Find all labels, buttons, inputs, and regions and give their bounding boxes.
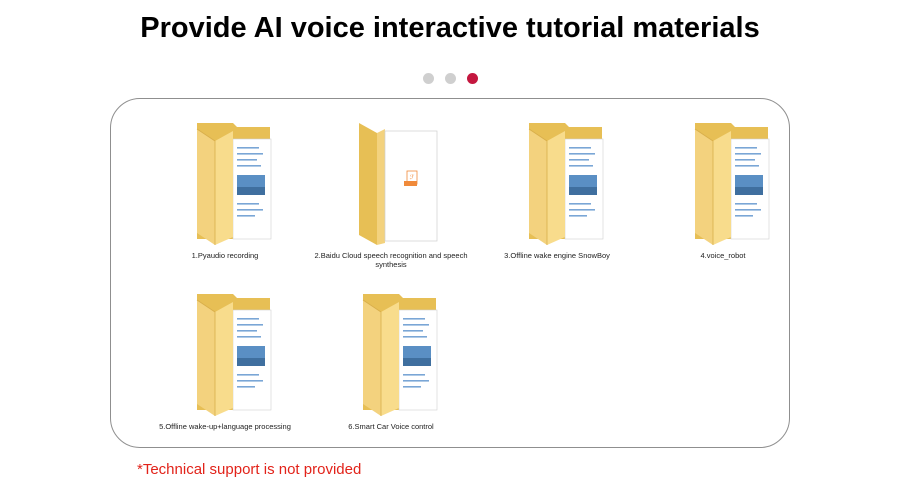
folder-item-3[interactable]: 3.Offline wake engine SnowBoy: [477, 117, 637, 260]
carousel-dot-3[interactable]: [467, 73, 478, 84]
document-label: 2.Baidu Cloud speech recognition and spe…: [314, 251, 468, 269]
page-title: Provide AI voice interactive tutorial ma…: [140, 12, 760, 44]
folder-label: 4.voice_robot: [700, 251, 746, 260]
folder-icon: [507, 117, 607, 247]
pdf-document-icon: ℱ: [341, 117, 441, 247]
folder-icon: [341, 288, 441, 418]
folder-item-1[interactable]: 1.Pyaudio recording: [145, 117, 305, 260]
folder-icon: [175, 117, 275, 247]
folder-icon: [673, 117, 773, 247]
carousel-dot-1[interactable]: [423, 73, 434, 84]
folder-item-4[interactable]: 4.voice_robot: [643, 117, 803, 260]
folder-item-6[interactable]: 6.Smart Car Voice control: [311, 288, 471, 431]
carousel-dot-2[interactable]: [445, 73, 456, 84]
folder-label: 3.Offline wake engine SnowBoy: [504, 251, 610, 260]
document-item-2[interactable]: ℱ 2.Baidu Cloud speech recognition and s…: [311, 117, 471, 269]
carousel-dots: [423, 73, 478, 84]
files-panel: 1.Pyaudio recording ℱ 2.Baidu Cloud spee…: [110, 98, 790, 448]
folder-label: 1.Pyaudio recording: [191, 251, 259, 260]
folder-label: 6.Smart Car Voice control: [348, 422, 434, 431]
svg-text:ℱ: ℱ: [410, 174, 415, 181]
folder-label: 5.Offline wake-up+language processing: [159, 422, 291, 431]
support-note: *Technical support is not provided: [137, 461, 362, 478]
folder-icon: [175, 288, 275, 418]
folder-item-5[interactable]: 5.Offline wake-up+language processing: [145, 288, 305, 431]
